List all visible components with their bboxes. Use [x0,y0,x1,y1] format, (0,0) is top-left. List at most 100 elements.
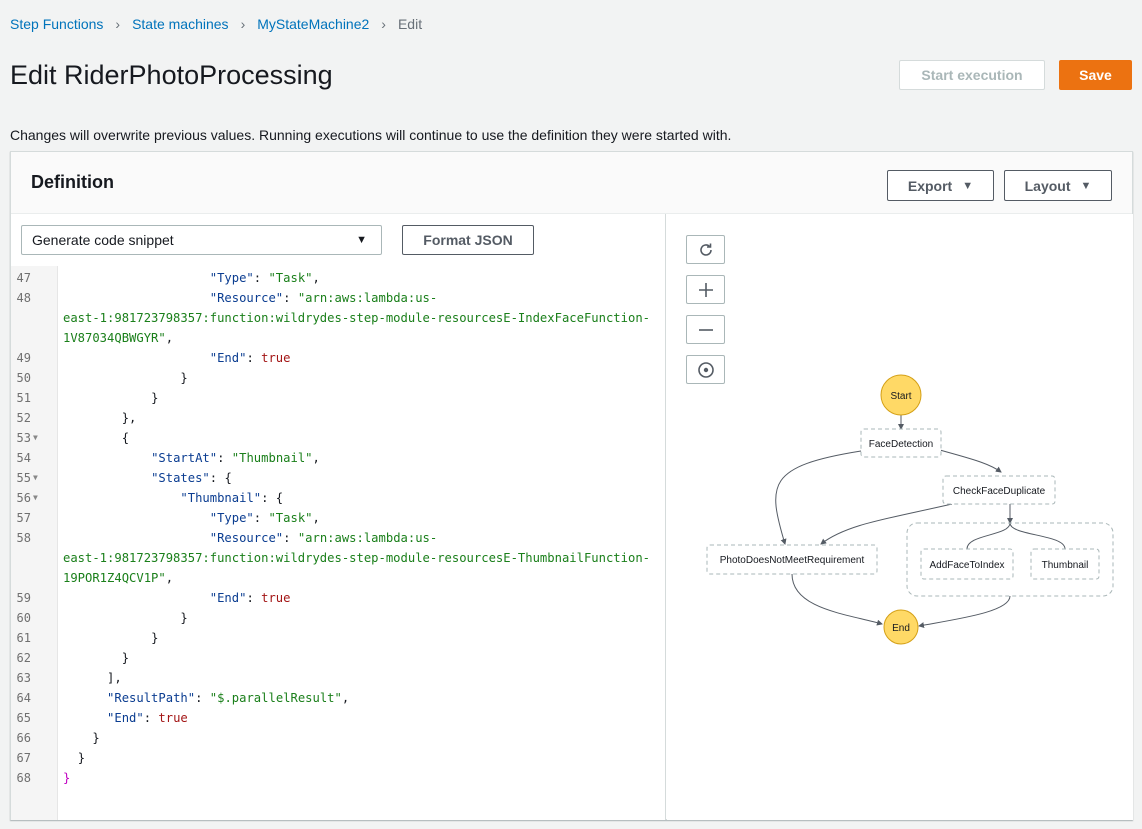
parallel-state-container[interactable] [906,522,1114,597]
state-check-face-duplicate[interactable] [942,475,1056,505]
code-line: 1V87034QBWGYR", [11,328,665,348]
code-text: } [63,748,85,768]
line-number: 47 [16,271,31,285]
code-token: } [151,631,159,645]
zoom-in-button[interactable] [686,275,725,304]
code-token: true [261,351,291,365]
code-token: east-1:981723798357:function:wildrydes-s… [63,551,650,565]
edge-facedetection-checkduplicate [932,447,1002,473]
line-number: 48 [16,291,31,305]
code-token: true [158,711,188,725]
layout-button[interactable]: Layout ▼ [1004,170,1112,201]
code-token: "End" [209,591,247,605]
snippet-select-value: Generate code snippet [32,232,174,248]
code-text: "End": true [63,348,291,368]
state-face-detection-label: FaceDetection [869,439,933,450]
line-number: 54 [16,451,31,465]
line-number: 56 [16,491,31,505]
code-line: 64 "ResultPath": "$.parallelResult", [11,688,665,708]
code-token: } [63,771,71,785]
code-token: : [283,291,298,305]
code-text: "End": true [63,708,188,728]
caret-down-icon: ▼ [1080,179,1092,192]
edge-parallel-thumbnail [1009,522,1066,550]
center-button[interactable] [686,355,725,384]
zoom-out-icon [698,328,713,331]
refresh-button[interactable] [686,235,725,264]
export-button[interactable]: Export ▼ [887,170,994,201]
edge-checkduplicate-photonotmeet [820,503,953,545]
code-token: 1V87034QBWGYR" [63,331,166,345]
code-token: } [180,371,188,385]
code-text: }, [63,408,137,428]
code-line: 68} [11,768,665,788]
state-face-detection[interactable] [860,428,942,458]
code-line: 56▼ "Thumbnail": { [11,488,665,508]
start-label: Start [890,391,911,402]
state-machine-graph[interactable]: Start FaceDetection CheckFaceDuplicate P… [667,214,1133,820]
definition-panel: Definition Export ▼ Layout ▼ Generate co… [10,151,1133,820]
save-button[interactable]: Save [1059,60,1132,90]
definition-title: Definition [31,172,114,192]
code-text: east-1:981723798357:function:wildrydes-s… [63,308,650,328]
code-token: "Thumbnail" [180,491,262,505]
code-token: : { [261,491,284,505]
code-token: "Type" [209,511,254,525]
zoom-in-icon [698,282,713,297]
breadcrumb-state-machines[interactable]: State machines [132,16,229,32]
code-text: ], [63,668,122,688]
code-token: } [92,731,100,745]
code-line: 51 } [11,388,665,408]
center-icon [697,361,714,378]
state-add-face[interactable] [920,548,1014,580]
code-token: 19POR1Z4QCV1P" [63,571,166,585]
zoom-out-button[interactable] [686,315,725,344]
breadcrumb-current: Edit [397,16,423,32]
code-text: 1V87034QBWGYR", [63,328,173,348]
state-photo-not-meet[interactable] [706,544,878,575]
fold-toggle-icon[interactable]: ▼ [33,493,38,502]
caret-down-icon: ▼ [962,179,974,192]
start-node[interactable] [880,374,922,416]
code-line: 67 } [11,748,665,768]
start-execution-button[interactable]: Start execution [899,60,1045,90]
line-number: 66 [16,731,31,745]
code-text: "Resource": "arn:aws:lambda:us- [63,528,437,548]
end-node[interactable] [883,609,919,645]
code-text: } [63,608,188,628]
chevron-right-icon: › [115,16,121,32]
code-line: 65 "End": true [11,708,665,728]
generate-snippet-select[interactable]: Generate code snippet ▼ [21,225,382,255]
code-line: 62 } [11,648,665,668]
state-add-face-label: AddFaceToIndex [929,560,1004,571]
line-number: 62 [16,651,31,665]
code-text: { [63,428,129,448]
code-token: , [165,571,174,585]
code-line: 59 "End": true [11,588,665,608]
code-token: { [121,431,130,445]
state-thumbnail-label: Thumbnail [1042,560,1089,571]
code-token: "Resource" [209,531,284,545]
caret-down-icon: ▼ [356,234,367,246]
fold-toggle-icon[interactable]: ▼ [33,473,38,482]
format-json-button[interactable]: Format JSON [402,225,534,255]
code-token: "States" [151,471,210,485]
refresh-icon [699,243,712,256]
code-line: east-1:981723798357:function:wildrydes-s… [11,548,665,568]
code-token: "Task" [268,271,313,285]
line-number: 60 [16,611,31,625]
code-token: , [341,691,350,705]
breadcrumb-state-machine[interactable]: MyStateMachine2 [257,16,370,32]
fold-toggle-icon[interactable]: ▼ [33,433,38,442]
code-line: 55▼ "States": { [11,468,665,488]
code-text: "Resource": "arn:aws:lambda:us- [63,288,437,308]
code-token: "Resource" [209,291,284,305]
code-token: : [143,711,159,725]
code-token: "arn:aws:lambda:us- [297,531,438,545]
code-token: "StartAt" [151,451,218,465]
line-number: 50 [16,371,31,385]
breadcrumb-step-functions[interactable]: Step Functions [10,16,104,32]
state-thumbnail[interactable] [1030,548,1100,580]
code-token: } [180,611,188,625]
code-editor[interactable]: 47 "Type": "Task", 48 "Resource": "arn:aw… [11,266,665,820]
